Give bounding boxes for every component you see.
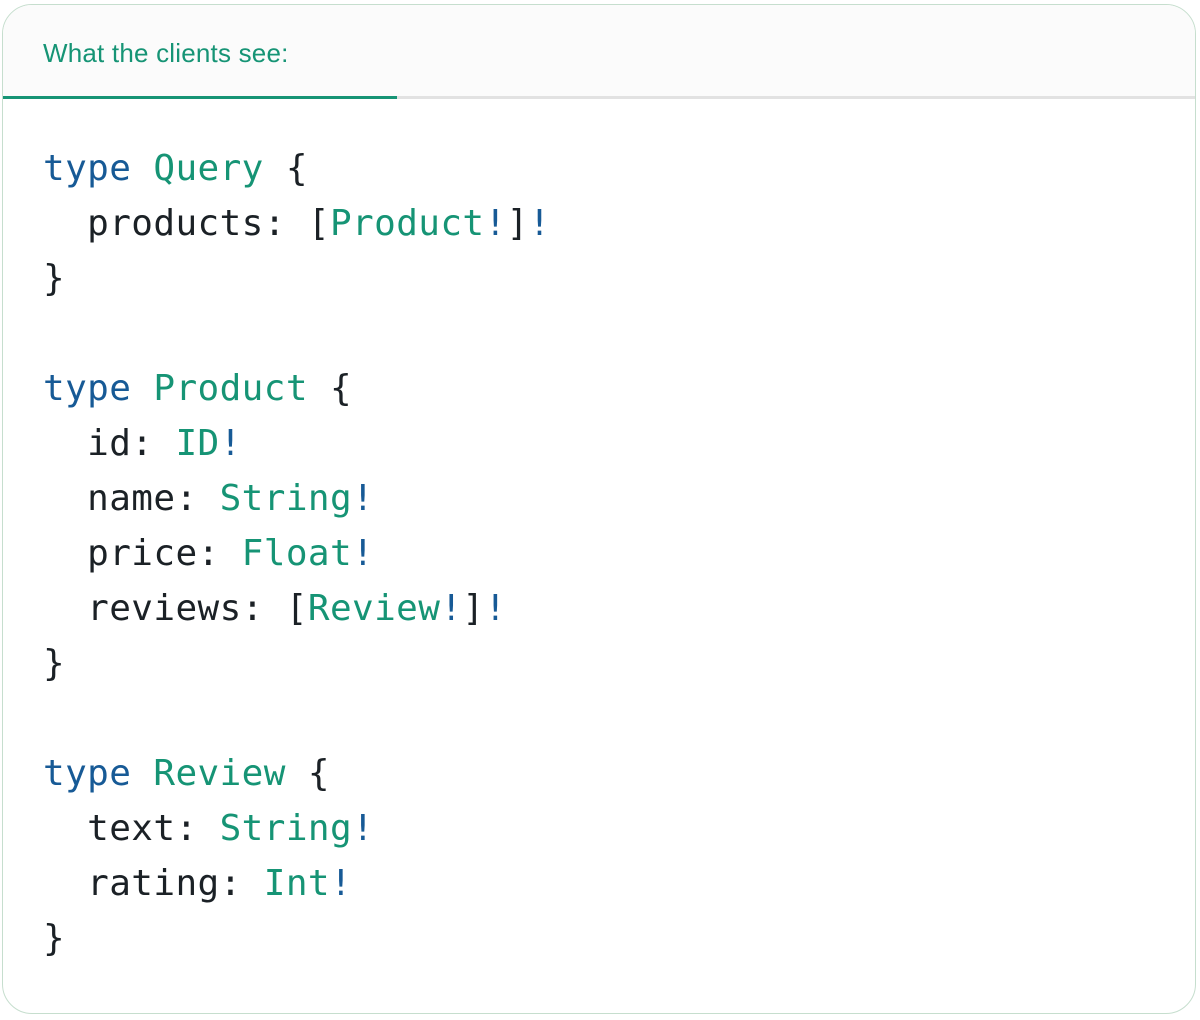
code-line: type Review { [43,753,330,794]
code-line: price: Float! [43,533,375,574]
code-area: type Query { products: [Product!]!} type… [3,99,1195,966]
code-line: rating: Int! [43,863,353,904]
code-line: } [43,258,66,299]
code-line: } [43,643,66,684]
code-block: type Query { products: [Product!]!} type… [43,141,1155,966]
active-tab-indicator [3,96,397,99]
code-line [43,306,1155,361]
code-line: products: [Product!]! [43,203,551,244]
code-line: } [43,918,66,959]
tab-what-clients-see[interactable]: What the clients see: [43,5,289,96]
code-line: id: ID! [43,423,242,464]
tab-bar: What the clients see: [3,5,1195,99]
code-line: text: String! [43,808,375,849]
code-line: type Product { [43,368,353,409]
code-line: reviews: [Review!]! [43,588,507,629]
tab-label: What the clients see: [43,38,289,68]
code-line [43,691,1155,746]
code-line: type Query { [43,148,308,189]
clients-schema-panel: What the clients see: type Query { produ… [2,4,1196,1014]
code-line: name: String! [43,478,375,519]
